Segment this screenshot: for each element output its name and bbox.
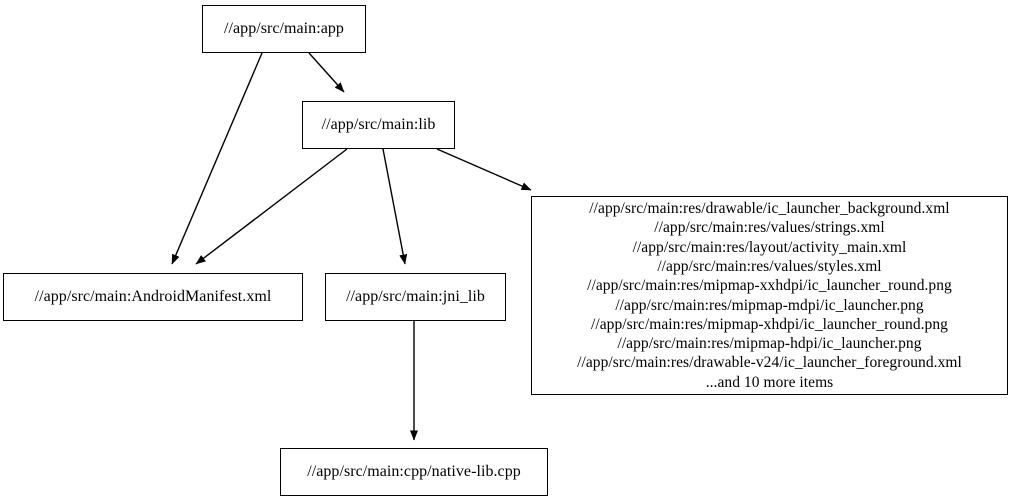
graph-node-lib[interactable]: //app/src/main:lib	[302, 101, 455, 149]
graph-node-androidmanifest-label: //app/src/main:AndroidManifest.xml	[34, 288, 272, 306]
graph-node-res-bundle-label: //app/src/main:res/drawable/ic_launcher_…	[577, 200, 962, 391]
edge-app-to-manifest	[171, 52, 263, 265]
edge-app-to-lib	[308, 52, 345, 93]
graph-node-native-lib-cpp[interactable]: //app/src/main:cpp/native-lib.cpp	[280, 448, 548, 496]
graph-node-lib-label: //app/src/main:lib	[321, 116, 436, 134]
graph-node-res-bundle[interactable]: //app/src/main:res/drawable/ic_launcher_…	[531, 196, 1008, 395]
graph-node-androidmanifest[interactable]: //app/src/main:AndroidManifest.xml	[3, 273, 303, 321]
graph-node-native-lib-cpp-label: //app/src/main:cpp/native-lib.cpp	[307, 463, 521, 481]
graph-node-app-label: //app/src/main:app	[224, 20, 344, 38]
edge-lib-to-jnilib	[382, 148, 408, 265]
edge-lib-to-manifest	[195, 148, 348, 265]
graph-node-jni-lib[interactable]: //app/src/main:jni_lib	[325, 273, 506, 321]
edge-lib-to-res	[436, 148, 532, 191]
graph-node-app[interactable]: //app/src/main:app	[202, 5, 366, 53]
graph-node-jni-lib-label: //app/src/main:jni_lib	[346, 288, 485, 306]
